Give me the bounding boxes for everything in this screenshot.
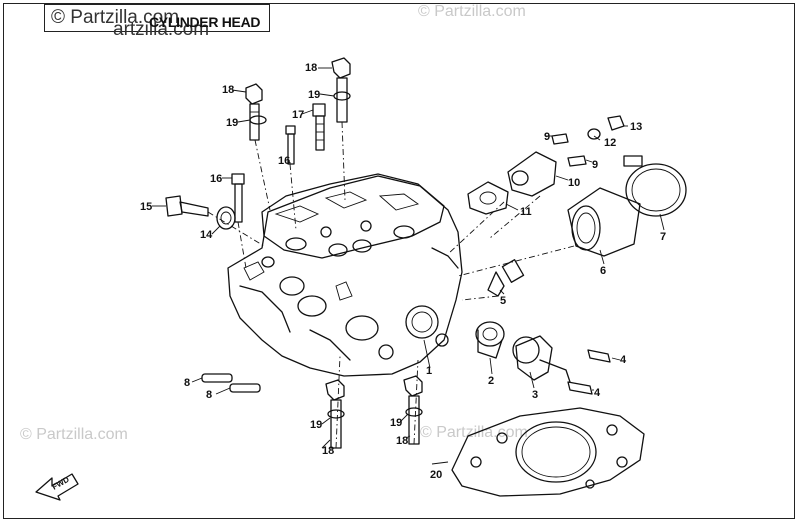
- callout-19: 19: [308, 89, 320, 101]
- callout-19: 19: [390, 417, 402, 429]
- gasket-11: [467, 181, 509, 215]
- callout-2: 2: [488, 375, 494, 387]
- clamp-7: [623, 155, 687, 217]
- callout-16: 16: [278, 155, 290, 167]
- callout-1: 1: [426, 365, 432, 377]
- diagram-frame: [3, 3, 795, 519]
- watermark: © Partzilla.com: [420, 424, 528, 441]
- head-gasket-20: [451, 407, 645, 497]
- callout-13: 13: [630, 121, 642, 133]
- module-10: [507, 151, 557, 197]
- bolt-9-upper: [551, 133, 569, 145]
- watermark: © Partzilla.com: [20, 426, 128, 443]
- callout-8: 8: [184, 377, 190, 389]
- washer-12: [587, 128, 601, 140]
- intake-boot-6: [567, 187, 641, 257]
- watermark-overlay: artzilla.com: [113, 19, 210, 40]
- callout-18: 18: [322, 445, 334, 457]
- watermark-top: © Partzilla.com: [51, 7, 180, 28]
- thermostat-2: [475, 321, 505, 359]
- title-box: © Partzilla.com artzilla.com CYLINDER HE…: [44, 4, 270, 40]
- bolt-18-lower-right: [403, 375, 423, 445]
- bolt-15: [165, 195, 209, 217]
- callout-7: 7: [660, 231, 666, 243]
- callout-4: 4: [620, 354, 627, 366]
- callout-4: 4: [594, 387, 601, 399]
- bolt-4-lower: [567, 381, 593, 395]
- fwd-label: FWD: [51, 475, 71, 492]
- fwd-arrow-icon: FWD: [35, 473, 79, 501]
- callout-12: 12: [604, 137, 616, 149]
- nut-13: [607, 115, 625, 131]
- spark-plug-17: [312, 103, 326, 151]
- callout-9: 9: [544, 131, 550, 143]
- callout-19: 19: [226, 117, 238, 129]
- callout-19: 19: [310, 419, 322, 431]
- temp-sensor-5: [487, 259, 525, 297]
- bolt-18-left: [245, 83, 263, 141]
- dowel-8-b: [229, 383, 261, 393]
- callout-11: 11: [520, 206, 532, 218]
- bolt-16-upper: [285, 125, 296, 165]
- callout-6: 6: [600, 265, 606, 277]
- callout-18: 18: [305, 62, 317, 74]
- dowel-8-a: [201, 373, 233, 383]
- bolt-16-left: [231, 173, 245, 223]
- callout-20: 20: [430, 469, 442, 481]
- callout-15: 15: [140, 201, 152, 213]
- seal-14: [216, 206, 236, 230]
- washer-19-left: [249, 115, 267, 125]
- callout-16: 16: [210, 173, 222, 185]
- bolt-18-right: [331, 57, 351, 123]
- cylinder-head: [227, 173, 463, 377]
- callout-9: 9: [592, 159, 598, 171]
- bolt-9-lower: [567, 155, 587, 167]
- diagram-title: CYLINDER HEAD: [149, 14, 261, 30]
- watermark: © Partzilla.com: [418, 3, 526, 20]
- bolt-4-upper: [587, 349, 611, 363]
- thermostat-housing-3: [512, 335, 571, 383]
- callout-14: 14: [200, 229, 213, 241]
- callout-17: 17: [292, 109, 304, 121]
- callout-18: 18: [396, 435, 408, 447]
- callout-8: 8: [206, 389, 212, 401]
- callout-3: 3: [532, 389, 538, 401]
- bolt-18-lower-left: [325, 379, 345, 449]
- callout-10: 10: [568, 177, 580, 189]
- callout-18: 18: [222, 84, 234, 96]
- callout-5: 5: [500, 295, 506, 307]
